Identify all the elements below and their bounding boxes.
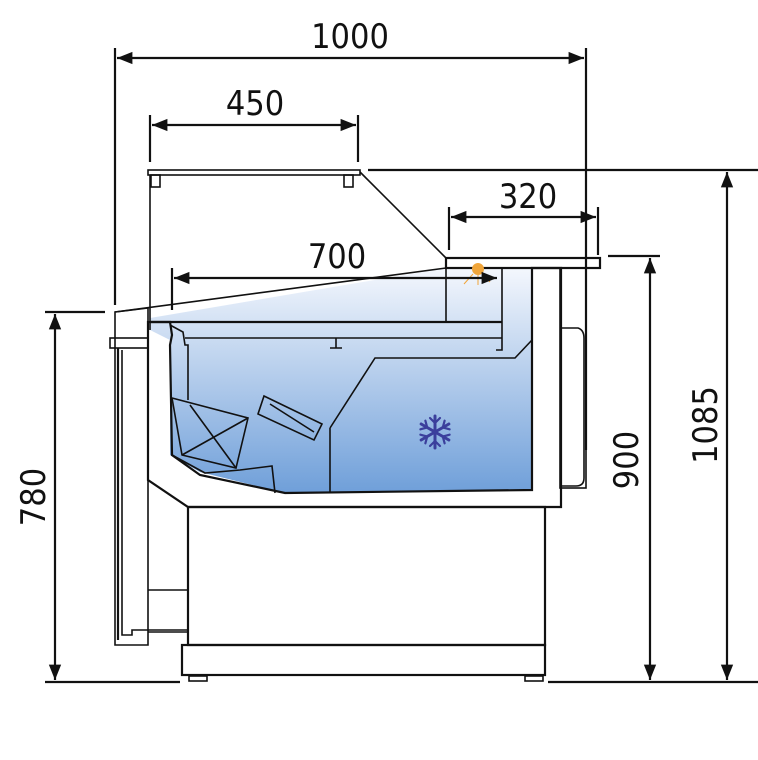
dim-worktop-height: 900 bbox=[607, 431, 647, 489]
insulation-wall bbox=[146, 266, 563, 509]
rear-panel bbox=[559, 267, 587, 489]
dim-glass-top-depth: 450 bbox=[226, 84, 284, 124]
dim-worktop-depth: 320 bbox=[499, 177, 557, 217]
cabinet-base bbox=[180, 505, 547, 682]
snowflake-icon bbox=[417, 414, 453, 450]
foot-left bbox=[188, 675, 208, 682]
dim-overall-height: 1085 bbox=[686, 386, 726, 464]
glass-front bbox=[114, 169, 503, 400]
dim-front-height: 780 bbox=[14, 468, 54, 526]
product-boxes bbox=[170, 339, 533, 494]
foot-right bbox=[524, 675, 544, 682]
dim-display-depth: 700 bbox=[308, 237, 366, 277]
dim-overall-depth: 1000 bbox=[311, 17, 389, 57]
refrigerated-well bbox=[150, 268, 532, 493]
worktop bbox=[444, 256, 602, 270]
dimension-lines bbox=[45, 48, 758, 684]
